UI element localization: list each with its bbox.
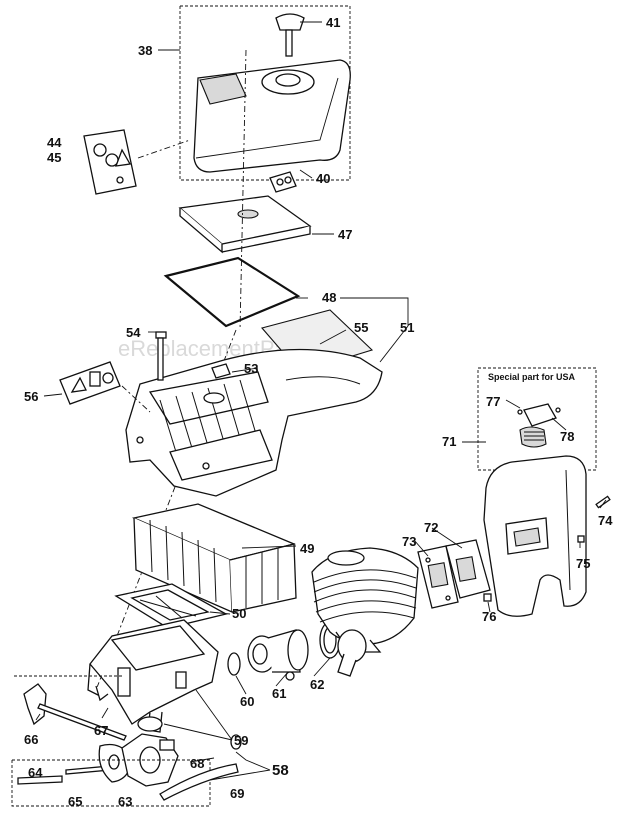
label-41: 41 bbox=[326, 15, 340, 30]
label-78: 78 bbox=[560, 429, 574, 444]
stud-76[interactable] bbox=[483, 593, 492, 602]
label-48: 48 bbox=[322, 290, 336, 305]
label-50: 50 bbox=[232, 606, 246, 621]
filter-element-49[interactable] bbox=[131, 503, 297, 614]
label-60: 60 bbox=[240, 694, 254, 709]
cylinder[interactable] bbox=[311, 547, 419, 677]
air-filter-47[interactable] bbox=[178, 195, 312, 254]
gasket-73[interactable] bbox=[417, 545, 459, 609]
label-67: 67 bbox=[94, 723, 108, 738]
decal-44-45[interactable] bbox=[83, 129, 137, 195]
label-66: 66 bbox=[24, 732, 38, 747]
label-54: 54 bbox=[126, 325, 141, 340]
label-49: 49 bbox=[300, 541, 314, 556]
label-68: 68 bbox=[190, 756, 204, 771]
nut-69[interactable] bbox=[230, 734, 242, 750]
label-56: 56 bbox=[24, 389, 38, 404]
inset-box-usa: Special part for USA bbox=[477, 367, 597, 471]
label-64: 64 bbox=[28, 765, 43, 780]
label-45: 45 bbox=[47, 150, 61, 165]
intake-flange-61[interactable] bbox=[247, 629, 309, 681]
label-40: 40 bbox=[316, 171, 330, 186]
screw-75[interactable] bbox=[577, 535, 585, 543]
label-61: 61 bbox=[272, 686, 286, 701]
label-51: 51 bbox=[400, 320, 414, 335]
muffler-71[interactable] bbox=[483, 455, 587, 617]
label-55: 55 bbox=[354, 320, 368, 335]
bolt-64[interactable] bbox=[17, 775, 63, 785]
nut-53[interactable] bbox=[211, 363, 231, 379]
fuel-hose-68[interactable] bbox=[159, 763, 239, 801]
rod-67[interactable] bbox=[37, 703, 127, 741]
label-63: 63 bbox=[118, 794, 132, 809]
label-58: 58 bbox=[272, 762, 289, 779]
label-65: 65 bbox=[68, 794, 82, 809]
label-69: 69 bbox=[230, 786, 244, 801]
decal-56[interactable] bbox=[59, 361, 121, 405]
gasket-72[interactable] bbox=[445, 539, 491, 599]
label-59: 59 bbox=[234, 733, 248, 748]
label-76: 76 bbox=[482, 609, 496, 624]
label-47: 47 bbox=[338, 227, 352, 242]
bracket-66[interactable] bbox=[23, 683, 47, 726]
ring-60[interactable] bbox=[227, 652, 241, 676]
label-53: 53 bbox=[244, 361, 258, 376]
label-38: 38 bbox=[138, 43, 152, 58]
inset-title: Special part for USA bbox=[488, 372, 576, 382]
cylinder-cover-38[interactable] bbox=[179, 5, 351, 181]
label-77: 77 bbox=[486, 394, 500, 409]
clip-40[interactable] bbox=[269, 171, 297, 193]
label-62: 62 bbox=[310, 677, 324, 692]
screw-74[interactable] bbox=[595, 495, 611, 509]
gasket-48[interactable] bbox=[163, 256, 301, 328]
intake-housing-51[interactable] bbox=[125, 348, 383, 497]
screw-54[interactable] bbox=[155, 331, 167, 381]
carb-housing-59[interactable] bbox=[87, 619, 219, 733]
label-75: 75 bbox=[576, 556, 590, 571]
carburetor[interactable] bbox=[121, 716, 179, 787]
label-44: 44 bbox=[47, 135, 62, 150]
label-72: 72 bbox=[424, 520, 438, 535]
label-74: 74 bbox=[598, 513, 613, 528]
knob-41[interactable] bbox=[275, 13, 305, 57]
label-73: 73 bbox=[402, 534, 416, 549]
clamp-62[interactable] bbox=[319, 621, 341, 659]
spark-arrestor-77-78[interactable] bbox=[517, 403, 561, 448]
label-71: 71 bbox=[442, 434, 456, 449]
